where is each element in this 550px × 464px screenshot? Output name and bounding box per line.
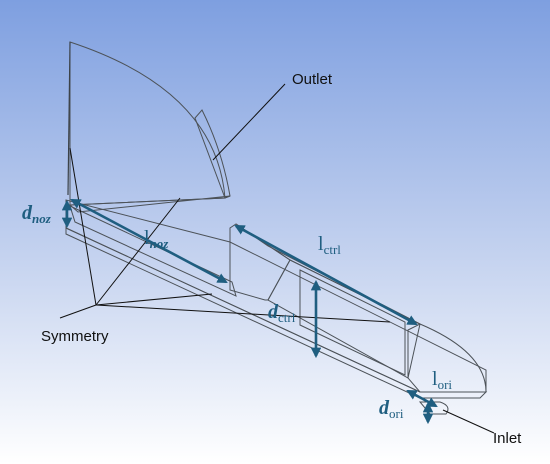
symmetry-leader-5: [59, 304, 97, 319]
inlet-orifice: [418, 401, 449, 415]
l-ctrl-label: lctrl: [318, 233, 341, 257]
l-noz-arrow: [70, 198, 228, 284]
inlet-leader: [442, 409, 495, 434]
dimension-arrows: [61, 198, 438, 425]
symmetry-leader-3: [95, 293, 213, 306]
inlet-label: Inlet: [493, 430, 522, 447]
symmetry-label: Symmetry: [41, 328, 109, 345]
outlet-leader: [212, 83, 286, 161]
d-ori-label: dori: [379, 397, 404, 421]
l-noz-label: lnoz: [144, 227, 169, 251]
l-ctrl-arrow: [234, 224, 418, 326]
d-ctrl-label: dctrl: [268, 301, 296, 325]
d-noz-label: dnoz: [22, 202, 52, 226]
l-ori-label: lori: [432, 368, 452, 392]
outlet-label: Outlet: [292, 71, 333, 88]
